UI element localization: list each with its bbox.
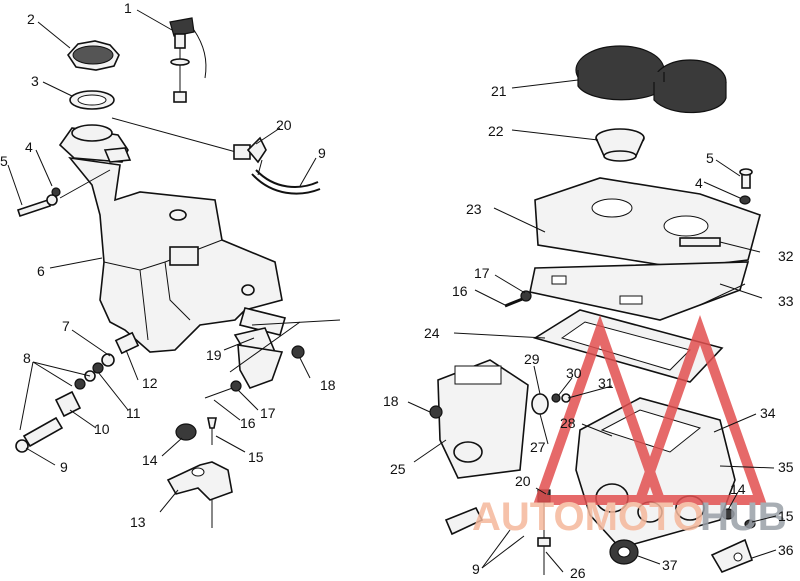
callout-9: 9 — [60, 459, 68, 475]
callouts-left: 1 2 3 4 5 6 7 8 9 9 10 11 12 13 14 15 16… — [0, 0, 336, 530]
callout-r-31: 31 — [598, 375, 614, 391]
callout-10: 10 — [94, 421, 110, 437]
callout-r-36: 36 — [778, 542, 794, 558]
screw-right — [504, 290, 532, 308]
bolt-right — [739, 168, 753, 205]
callout-r-18: 18 — [383, 393, 399, 409]
fuel-valve — [15, 331, 140, 453]
air-box-lid — [534, 177, 761, 269]
callout-r-32: 32 — [778, 248, 794, 264]
callout-4: 4 — [25, 139, 33, 155]
callout-6: 6 — [37, 263, 45, 279]
watermark-triangle-right — [632, 314, 768, 505]
intake-clamp — [531, 393, 571, 415]
callout-r-21: 21 — [491, 83, 507, 99]
filter-boot — [595, 128, 645, 162]
callout-r-29: 29 — [524, 351, 540, 367]
callout-r-37: 37 — [662, 557, 678, 573]
leader-lines — [7, 9, 777, 573]
callout-r-35: 35 — [778, 459, 794, 475]
callout-20: 20 — [276, 117, 292, 133]
callout-r-17: 17 — [474, 265, 490, 281]
callout-r-5: 5 — [706, 150, 714, 166]
callout-11: 11 — [126, 405, 141, 421]
callout-18: 18 — [320, 377, 336, 393]
fuel-tank-body — [68, 156, 287, 353]
callout-r-30: 30 — [566, 365, 582, 381]
mount-bracket-right — [710, 508, 756, 573]
callout-19: 19 — [206, 347, 222, 363]
callout-r-9: 9 — [472, 561, 480, 577]
callouts-right: 4 5 9 14 15 16 17 18 20 21 22 23 24 25 2… — [383, 83, 794, 581]
bolt-left — [16, 169, 111, 218]
grommet — [609, 539, 639, 565]
callout-r-25: 25 — [390, 461, 406, 477]
callout-r-15: 15 — [778, 508, 794, 524]
cap-gasket — [69, 90, 115, 110]
tank-neck — [58, 124, 132, 163]
watermark-text-a: AUTOMOTO — [472, 495, 704, 539]
callout-15: 15 — [248, 449, 264, 465]
intake-housing — [429, 359, 529, 479]
callout-r-22: 22 — [488, 123, 504, 139]
callout-17: 17 — [260, 405, 276, 421]
air-box-housing — [529, 261, 750, 321]
callout-r-24: 24 — [424, 325, 440, 341]
fuel-sender — [169, 17, 207, 103]
mount-bracket — [166, 417, 233, 528]
callout-16: 16 — [240, 415, 256, 431]
callout-5: 5 — [0, 153, 8, 169]
fuel-tank-assembly — [15, 17, 341, 528]
callout-r-16: 16 — [452, 283, 468, 299]
callout-r-27: 27 — [530, 439, 546, 455]
callout-r-28: 28 — [560, 415, 576, 431]
callout-r-14: 14 — [730, 481, 746, 497]
callout-r-34: 34 — [760, 405, 776, 421]
callout-2: 2 — [27, 11, 35, 27]
callout-r-4: 4 — [695, 175, 703, 191]
callout-1: 1 — [124, 0, 132, 16]
callout-3: 3 — [31, 73, 39, 89]
vent-hose — [111, 117, 321, 195]
air-filter — [575, 45, 727, 114]
watermark-triangle-left — [532, 314, 668, 505]
fuel-cap — [66, 40, 120, 71]
callout-r-26: 26 — [570, 565, 586, 581]
callout-9-hose: 9 — [318, 145, 326, 161]
callout-7: 7 — [62, 318, 70, 334]
tank-bracket — [229, 321, 301, 389]
callout-12: 12 — [142, 375, 158, 391]
callout-r-33: 33 — [778, 293, 794, 309]
callout-13: 13 — [130, 514, 146, 530]
fasteners-left — [204, 319, 341, 399]
callout-14: 14 — [142, 452, 158, 468]
callout-r-20: 20 — [515, 473, 531, 489]
callout-r-23: 23 — [466, 201, 482, 217]
callout-8: 8 — [23, 350, 31, 366]
